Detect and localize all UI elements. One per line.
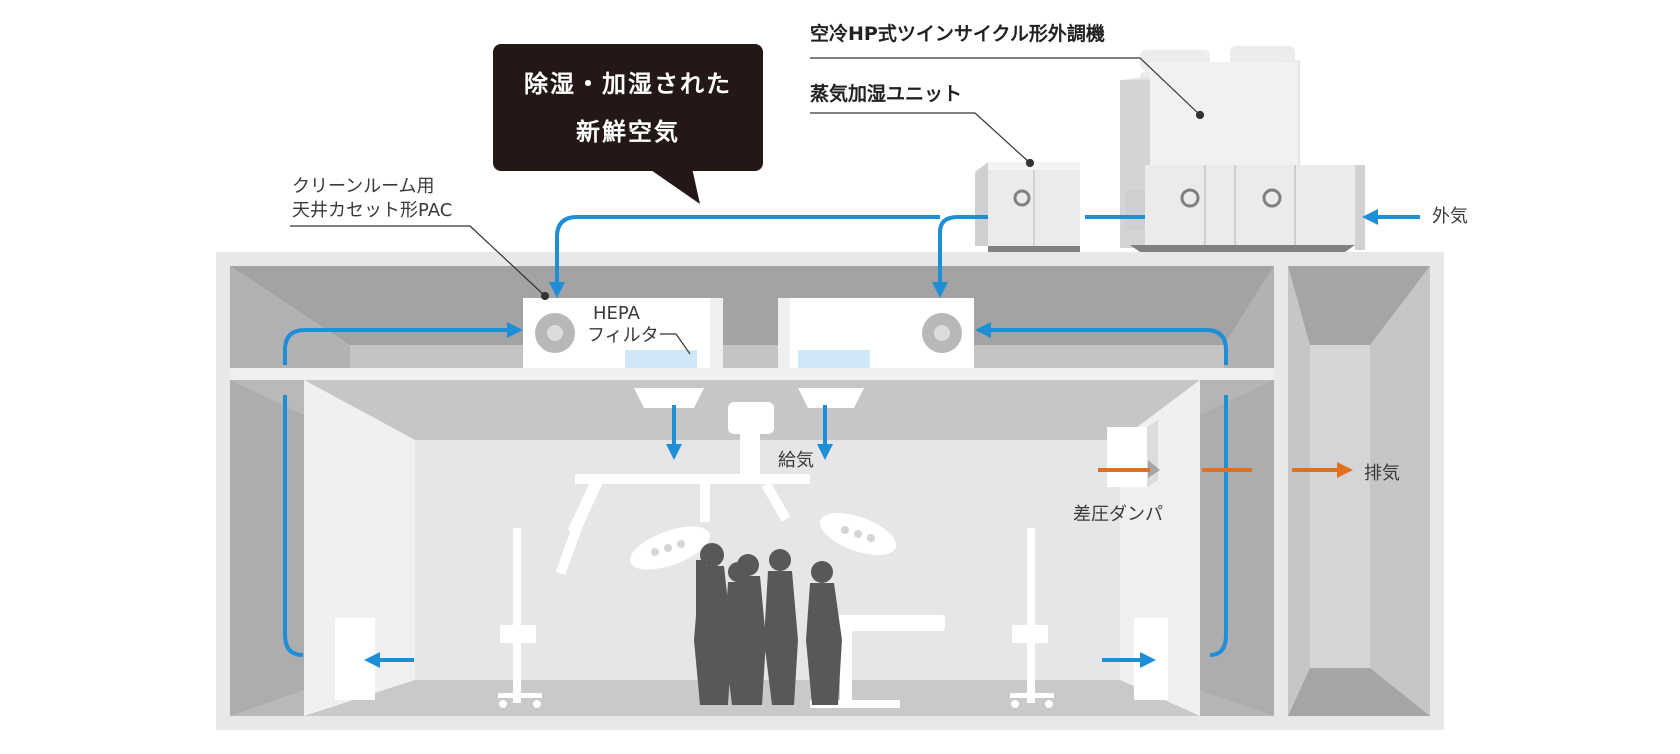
plenum-left-face xyxy=(230,266,350,368)
cleanroom-pac-label-line-1: クリーンルーム用 xyxy=(292,176,435,197)
cleanroom-pac-label-line-2: 天井カセット形PAC xyxy=(292,200,453,221)
hepa-label-line-2: フィルタ xyxy=(587,325,659,346)
callout-text: 除湿・加湿された 新鮮空気 xyxy=(493,60,763,156)
outdoor-ac-label: 空冷HP式ツインサイクル形外調機 xyxy=(810,23,1105,45)
callout-bubble xyxy=(493,44,763,204)
callout-line-2: 新鮮空気 xyxy=(576,118,680,146)
access-port-icon xyxy=(1180,188,1200,208)
return-to-left-pac xyxy=(283,322,523,365)
exhaust-label: 排気 xyxy=(1364,463,1400,484)
steam-humidifier-label: 蒸気加湿ユニット xyxy=(810,83,963,105)
iv-stand-left xyxy=(498,528,542,708)
light-lamp-details xyxy=(651,526,875,556)
supply-diffuser xyxy=(634,388,704,408)
plenum-ceiling-face xyxy=(230,266,1274,345)
surgeon-silhouette-icon xyxy=(724,562,756,705)
surgical-light-arm xyxy=(555,402,897,576)
supply-air-label: 給気 xyxy=(778,450,814,471)
outdoor-unit-body xyxy=(1145,165,1355,245)
surgeon-silhouette-icon xyxy=(806,561,842,705)
fresh-air-to-left-pac xyxy=(549,215,940,298)
access-port-icon xyxy=(1013,189,1031,207)
ceiling-pac-right xyxy=(778,298,974,368)
outside-air-label: 外気 xyxy=(1432,206,1468,227)
fresh-air-to-right-pac xyxy=(932,215,988,298)
hepa-label-line-1: HEPA xyxy=(593,303,640,324)
pressure-damper-label: 差圧ダンパ xyxy=(1073,504,1163,525)
outdoor-air-handler xyxy=(1120,46,1365,252)
hepa-filter-icon xyxy=(798,350,870,368)
shaft-top-face xyxy=(1288,266,1430,345)
return-to-right-pac xyxy=(975,322,1228,365)
damper-icon xyxy=(1107,427,1147,487)
callout-line-1: 除湿・加湿された xyxy=(524,70,732,98)
iv-stand-icon xyxy=(513,528,521,703)
hepa-filter-icon xyxy=(625,350,697,368)
supply-diffuser xyxy=(798,388,864,408)
iv-stand-right xyxy=(1010,528,1054,708)
return-grille-left xyxy=(335,618,375,700)
ceiling-slab xyxy=(230,368,1274,380)
steam-humidifier-unit xyxy=(975,162,1080,252)
shaft-bottom-face xyxy=(1288,668,1430,716)
surgeon-silhouette-icon xyxy=(764,549,798,705)
pressure-damper xyxy=(1107,420,1160,487)
surgical-team xyxy=(694,543,842,705)
operating-table xyxy=(810,615,945,708)
or-left-wall xyxy=(304,380,415,716)
surgeon-silhouette-icon xyxy=(694,543,732,705)
access-port-icon xyxy=(1262,188,1282,208)
airflow-supply-lines xyxy=(283,209,1420,668)
ceiling-pac-left xyxy=(523,298,723,368)
iv-stand-icon xyxy=(1027,528,1035,703)
leader-lines xyxy=(290,57,1205,355)
plenum-right-face xyxy=(1224,266,1274,368)
